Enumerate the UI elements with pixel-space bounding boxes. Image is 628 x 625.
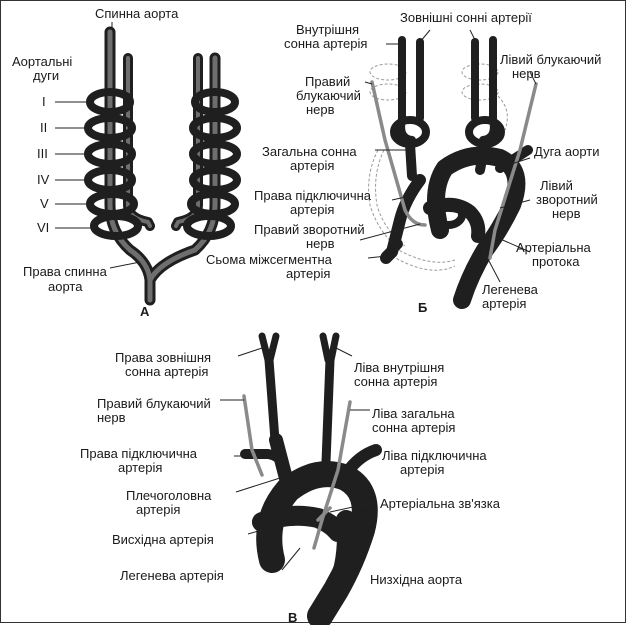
label-ligamentum: Артеріальна зв'язка [380,496,501,511]
label-common-carotid-2: артерія [290,158,334,173]
label-right-subclavian-b: Права підключична [254,188,372,203]
label-internal-carotid: Внутрішня [296,22,359,37]
label-aortic-arches-2: дуги [33,68,59,83]
right-recurrent-nerve-b [405,210,425,225]
label-pulmonary-c: Легенева артерія [120,568,224,583]
label-left-vagus-2: нерв [512,66,541,81]
label-right-vagus-c-2: нерв [97,410,126,425]
label-right-external-carotid: Права зовнішня [115,350,211,365]
right-vagus-nerve-c [244,396,262,475]
label-left-recurrent: Лівий [540,178,573,193]
label-aortic-arches: Аортальні [12,54,72,69]
panel-c: Права зовнішня сонна артерія Ліва внутрі… [80,336,501,625]
label-left-recurrent-3: нерв [552,206,581,221]
label-pulmonary-b: Легенева [482,282,539,297]
left-common-carotid-c [326,360,330,462]
label-left-common-carotid-2: сонна артерія [372,420,455,435]
label-pulmonary-b-2: артерія [482,296,526,311]
label-arch-ii: II [40,120,47,135]
panel-a: Спинна аорта Аортальні дуги I II III IV … [12,6,237,319]
label-descending: Низхідна аорта [370,572,463,587]
label-ductus: Артеріальна [516,240,592,255]
panel-a-dorsal-aortae [110,32,215,300]
label-right-subclavian-c-2: артерія [118,460,162,475]
label-left-internal-carotid: Ліва внутрішня [354,360,444,375]
label-right-recurrent-2: нерв [306,236,335,251]
label-arch-v: V [40,196,49,211]
panel-a-letter: А [140,304,150,319]
label-right-vagus-c: Правий блукаючий [97,396,211,411]
label-right-vagus-3: нерв [306,102,335,117]
label-internal-carotid-2: сонна артерія [284,36,367,51]
label-right-recurrent: Правий зворотний [254,222,365,237]
label-left-recurrent-2: зворотний [536,192,598,207]
label-left-internal-carotid-2: сонна артерія [354,374,437,389]
label-left-subclavian-c-2: артерія [400,462,444,477]
label-arch-vi: VI [37,220,49,235]
label-right-dorsal-aorta: Права спинна [23,264,108,279]
label-arch-iv: IV [37,172,50,187]
label-intersegmental-2: артерія [286,266,330,281]
right-common-carotid-c [269,360,275,440]
label-left-common-carotid: Ліва загальна [372,406,455,421]
panel-b: Внутрішня сонна артерія Зовнішні сонні а… [206,10,601,315]
panel-b-letter: Б [418,300,427,315]
label-intersegmental: Сьома міжсегментна [206,252,333,267]
label-ascending: Висхідна артерія [112,532,214,547]
label-left-vagus: Лівий блукаючий [500,52,601,67]
label-brachiocephalic: Плечоголовна [126,488,212,503]
label-right-vagus-2: блукаючий [296,88,361,103]
label-aortic-arch: Дуга аорти [534,144,600,159]
label-arch-iii: III [37,146,48,161]
label-right-dorsal-aorta-2: аорта [48,279,83,294]
label-right-subclavian-c: Права підключична [80,446,198,461]
label-left-subclavian-c: Ліва підключична [382,448,487,463]
label-arch-i: I [42,94,46,109]
label-right-subclavian-b-2: артерія [290,202,334,217]
label-dorsal-aorta: Спинна аорта [95,6,179,21]
label-right-vagus: Правий [305,74,350,89]
ascending-artery-blob-c [252,513,272,531]
label-right-external-carotid-2: сонна артерія [125,364,208,379]
panel-c-letter: В [288,610,297,625]
label-brachiocephalic-2: артерія [136,502,180,517]
label-ductus-2: протока [532,254,580,269]
label-external-carotids: Зовнішні сонні артерії [400,10,532,25]
label-common-carotid: Загальна сонна [262,144,357,159]
